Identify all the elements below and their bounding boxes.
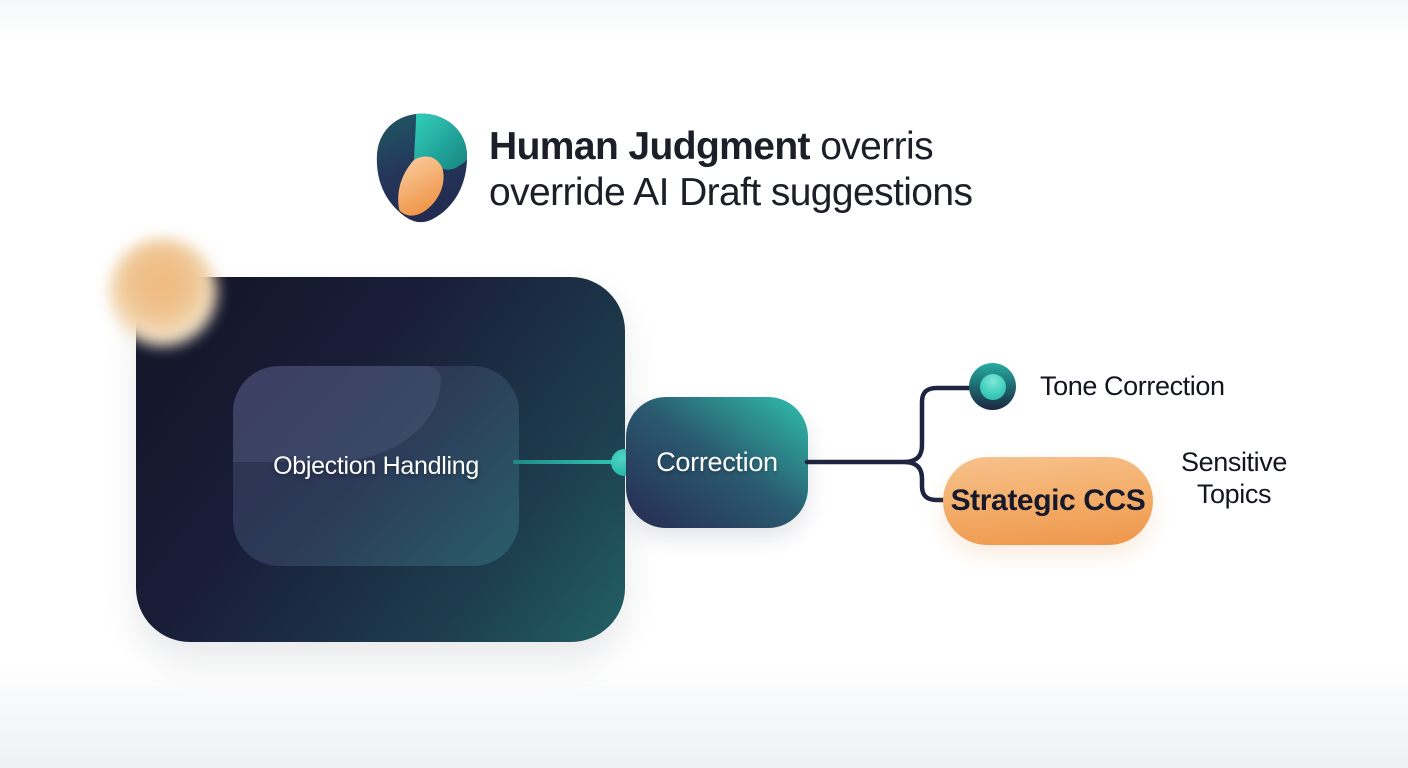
title-emphasis: Human Judgment <box>489 125 811 168</box>
brand-logo-icon <box>373 112 471 226</box>
title-regular: overris <box>809 125 934 168</box>
strategic-ccs-label: Strategic CCS <box>950 484 1146 517</box>
branch-connector <box>804 385 973 503</box>
strategic-ccs-node: Strategic CCS <box>943 457 1153 545</box>
tone-correction-node-inner-dot <box>979 373 1006 400</box>
tone-correction-node-icon <box>969 363 1016 410</box>
sensitive-topics-label: Sensitive Topics <box>1181 447 1287 509</box>
inner-card-highlight <box>233 366 441 462</box>
title-line-2: override AI Draft suggestions <box>489 171 973 214</box>
objection-handling-label: Objection Handling <box>273 451 479 480</box>
teal-connector-line <box>513 460 625 464</box>
correction-node: Correction <box>626 397 808 528</box>
tone-correction-label: Tone Correction <box>1040 371 1225 401</box>
correction-label: Correction <box>656 447 778 477</box>
blur-orb-decoration <box>109 238 217 346</box>
objection-handling-node: Objection Handling <box>233 366 519 566</box>
page-title: Human Judgment overris override AI Draft… <box>489 124 973 216</box>
title-line-1: Human Judgment overris <box>489 124 972 170</box>
